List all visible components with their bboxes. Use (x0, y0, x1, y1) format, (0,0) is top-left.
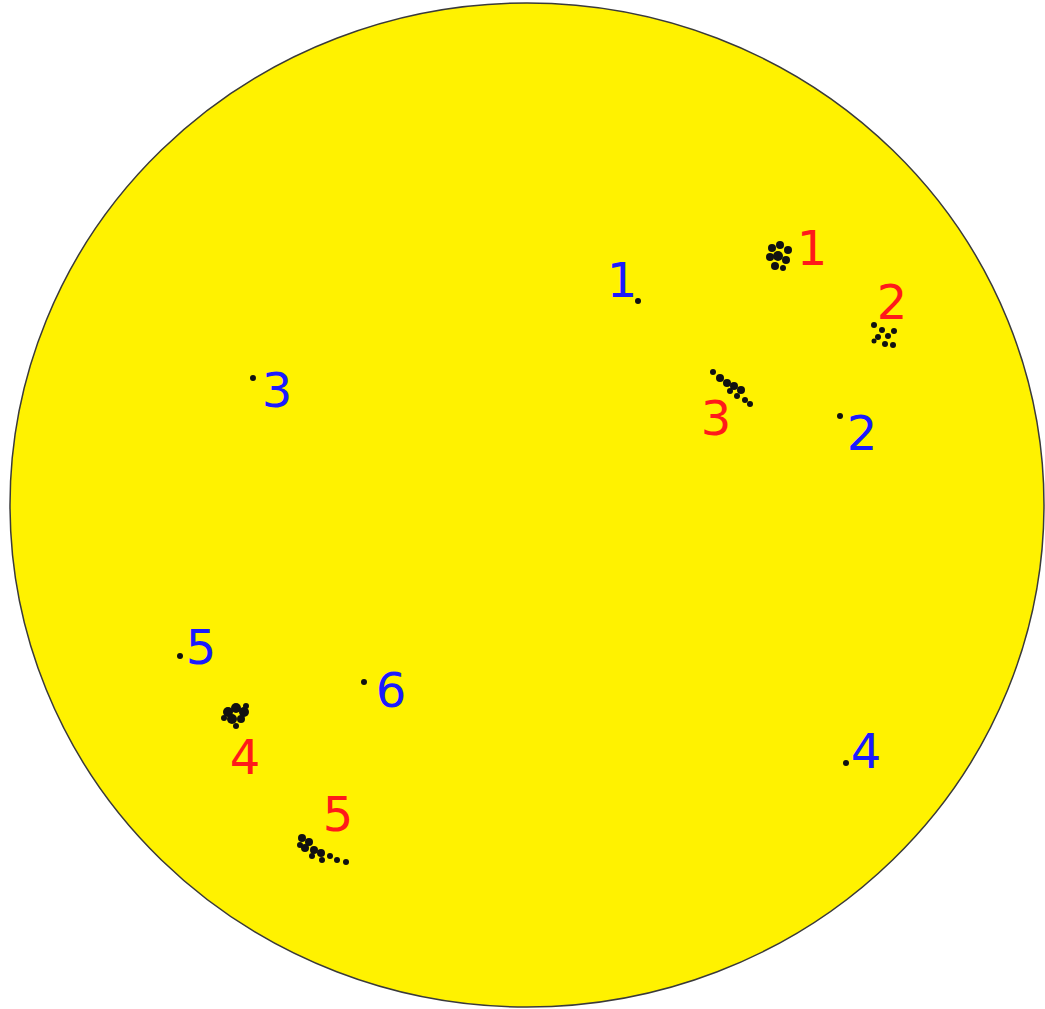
spot-number: 4 (851, 727, 882, 775)
sun-disk (10, 3, 1044, 1007)
single-spots (177, 298, 849, 766)
group-number: 3 (701, 394, 732, 442)
group-number: 5 (323, 790, 354, 838)
spot-number: 1 (607, 256, 638, 304)
spot-number: 3 (262, 366, 293, 414)
group-number: 4 (230, 733, 261, 781)
spot-groups (221, 241, 897, 865)
group-number: 2 (877, 278, 908, 326)
spot-number: 6 (376, 666, 407, 714)
group-number: 1 (797, 224, 828, 272)
spot-number: 5 (186, 623, 217, 671)
spot-number: 2 (847, 409, 878, 457)
